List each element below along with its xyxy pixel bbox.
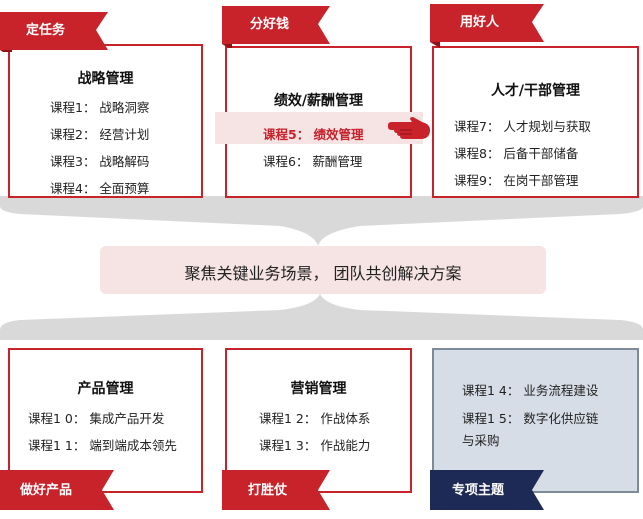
tag-distribute-money: 分好钱 (222, 6, 330, 48)
card-marketing: 营销管理 课程1 2： 作战体系 课程1 3： 作战能力 (225, 348, 412, 493)
list-item: 课程1： 战略洞察 (50, 100, 150, 115)
tag-win-battle: 打胜仗 (222, 470, 330, 510)
card-strategy: 战略管理 课程1： 战略洞察 课程2： 经营计划 课程3： 战略解码 课程4： … (8, 44, 203, 198)
card-product: 产品管理 课程1 0： 集成产品开发 课程1 1： 端到端成本领先 (8, 348, 203, 493)
center-banner: 聚焦关键业务场景， 团队共创解决方案 (100, 246, 546, 294)
list-item: 课程1 2： 作战体系 (259, 411, 371, 426)
card-title: 营销管理 (290, 381, 347, 397)
list-item: 课程1 0： 集成产品开发 (28, 411, 165, 426)
list-item: 课程6： 薪酬管理 (263, 154, 363, 169)
list-item: 课程1 5： 数字化供应链 (462, 411, 599, 426)
tag-good-product: 做好产品 (0, 470, 114, 510)
card-special: 课程1 4： 业务流程建设 课程1 5： 数字化供应链 与采购 (432, 348, 639, 493)
card-title: 产品管理 (77, 381, 134, 397)
card-performance: 绩效/薪酬管理 课程5： 绩效管理 课程6： 薪酬管理 (215, 46, 423, 198)
tag-special-topic: 专项主题 (430, 470, 544, 510)
center-banner-text: 聚焦关键业务场景， 团队共创解决方案 (184, 264, 462, 283)
list-item: 课程8： 后备干部储备 (454, 146, 579, 161)
card-title: 绩效/薪酬管理 (273, 93, 364, 109)
list-item: 与采购 (462, 433, 500, 448)
tag-use-people: 用好人 (430, 4, 544, 48)
list-item: 课程3： 战略解码 (50, 154, 150, 169)
list-item: 课程2： 经营计划 (50, 127, 150, 142)
card-talent: 人才/干部管理 课程7： 人才规划与获取 课程8： 后备干部储备 课程9： 在岗… (432, 46, 639, 198)
list-item-highlighted: 课程5： 绩效管理 (263, 127, 364, 142)
list-item: 课程9： 在岗干部管理 (454, 173, 579, 188)
list-item: 课程1 1： 端到端成本领先 (28, 438, 177, 453)
tag-define-tasks: 定任务 (0, 12, 108, 52)
card-title: 人才/干部管理 (490, 83, 581, 99)
list-item: 课程7： 人才规划与获取 (454, 119, 591, 134)
list-item: 课程1 3： 作战能力 (259, 438, 371, 453)
list-item: 课程1 4： 业务流程建设 (462, 383, 599, 398)
card-title: 战略管理 (77, 71, 134, 87)
list-item: 课程4： 全面预算 (50, 181, 150, 196)
pointing-hand-icon (388, 117, 430, 139)
